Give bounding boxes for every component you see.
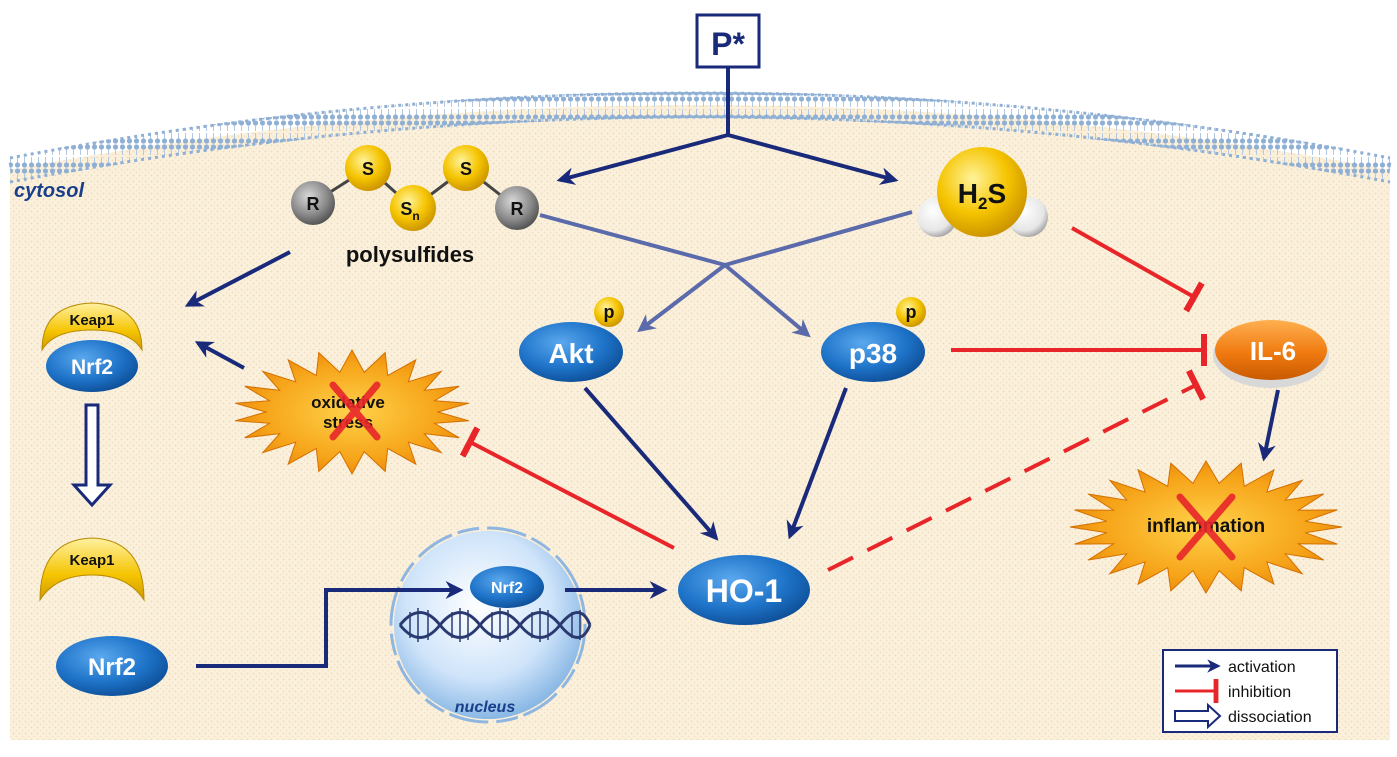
p38-phospho-label: p (906, 302, 917, 322)
keap1-nrf2-complex: Keap1 Nrf2 (41, 302, 143, 392)
legend-activation-label: activation (1228, 659, 1296, 676)
sulfur-right: S (460, 159, 472, 179)
p38-phospho-badge (896, 297, 926, 327)
h2s-label: H2S (958, 178, 1006, 213)
legend-dissociation-symbol (1174, 702, 1222, 730)
h2s-molecule: H2S (917, 147, 1048, 237)
sulfur-left: S (362, 159, 374, 179)
p38-label: p38 (849, 338, 897, 369)
compartment-label: cytosol (14, 180, 84, 202)
trigger-label: P* (711, 26, 745, 62)
trigger-box: P* (695, 13, 761, 69)
dissociation-arrow (70, 403, 114, 508)
polysulfides-label: polysulfides (346, 242, 474, 267)
akt-label: Akt (548, 338, 593, 369)
cell (7, 91, 1393, 740)
oxidative-cross-icon (329, 381, 381, 441)
complex-nrf2-label: Nrf2 (71, 356, 113, 379)
free-keap1-label: Keap1 (69, 552, 114, 569)
il6-label: IL-6 (1250, 336, 1296, 366)
sulfur-n: Sn (400, 199, 419, 223)
akt-node: Akt p (519, 297, 624, 382)
sulfide-to-kinase-arrows (539, 210, 913, 338)
activation-arrows (184, 250, 1280, 668)
legend: activation inhibition dissociation (1162, 649, 1338, 733)
legend-dissociation-label: dissociation (1228, 709, 1312, 726)
oxidative-stress-burst: oxidative stress (235, 348, 469, 476)
trigger-branch (556, 67, 899, 185)
il6-node: IL-6 (1213, 320, 1329, 388)
inflammation-burst: inflammation (1069, 460, 1343, 594)
nucleus-nrf2-label: Nrf2 (491, 580, 523, 597)
complex-keap1-label: Keap1 (69, 312, 114, 329)
p38-node: p38 p (821, 297, 926, 382)
inflammation-cross-icon (1176, 493, 1236, 561)
legend-inhibition-label: inhibition (1228, 684, 1291, 701)
ho1-label: HO-1 (706, 573, 782, 609)
akt-phospho-badge (594, 297, 624, 327)
free-nrf2-label: Nrf2 (88, 654, 136, 681)
nucleus: Nrf2 nucleus (389, 526, 592, 724)
dna-helix-icon (398, 608, 592, 642)
keap1-free: Keap1 (39, 537, 145, 602)
polysulfide-molecule: R S Sn S R (291, 145, 539, 231)
r-group-right: R (511, 199, 524, 219)
nrf2-free: Nrf2 (56, 636, 168, 696)
ho1-node: HO-1 (678, 555, 810, 625)
r-group-left: R (307, 194, 320, 214)
inhibition-lines (459, 226, 1208, 572)
nucleus-label: nucleus (455, 699, 516, 716)
akt-phospho-label: p (604, 302, 615, 322)
